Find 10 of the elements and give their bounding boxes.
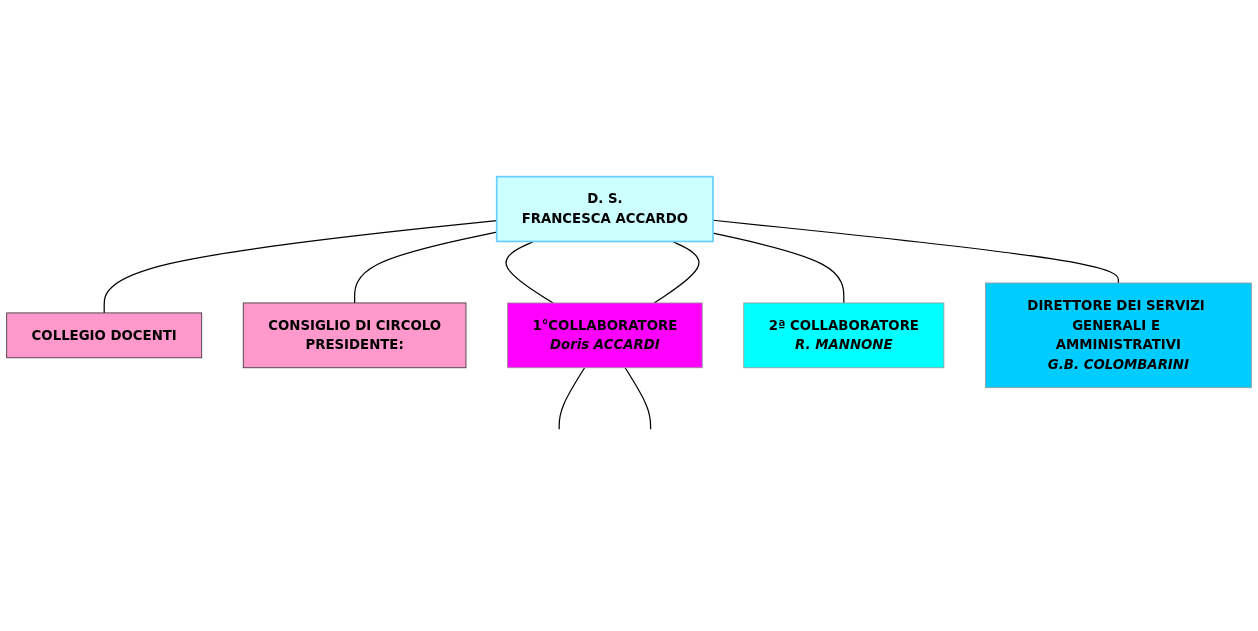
- node-box: D. S. FRANCESCA ACCARDO: [495, 175, 714, 243]
- node-box: 1°COLLABORATORE Doris ACCARDI: [507, 302, 703, 369]
- node-box: DIRETTORE DEI SERVIZI GENERALI E AMMINISTRATIVI G.B. COLOMBARINI: [985, 282, 1252, 389]
- node-box: COLLEGIO DOCENTI: [6, 312, 203, 359]
- connector: [653, 240, 700, 304]
- connector: [505, 240, 554, 304]
- node-box: 2ª COLLABORATORE R. MANNONE: [743, 302, 945, 369]
- connector: [558, 367, 586, 430]
- connector: [624, 367, 652, 430]
- node-box: CONSIGLIO DI CIRCOLO PRESIDENTE:: [242, 302, 467, 369]
